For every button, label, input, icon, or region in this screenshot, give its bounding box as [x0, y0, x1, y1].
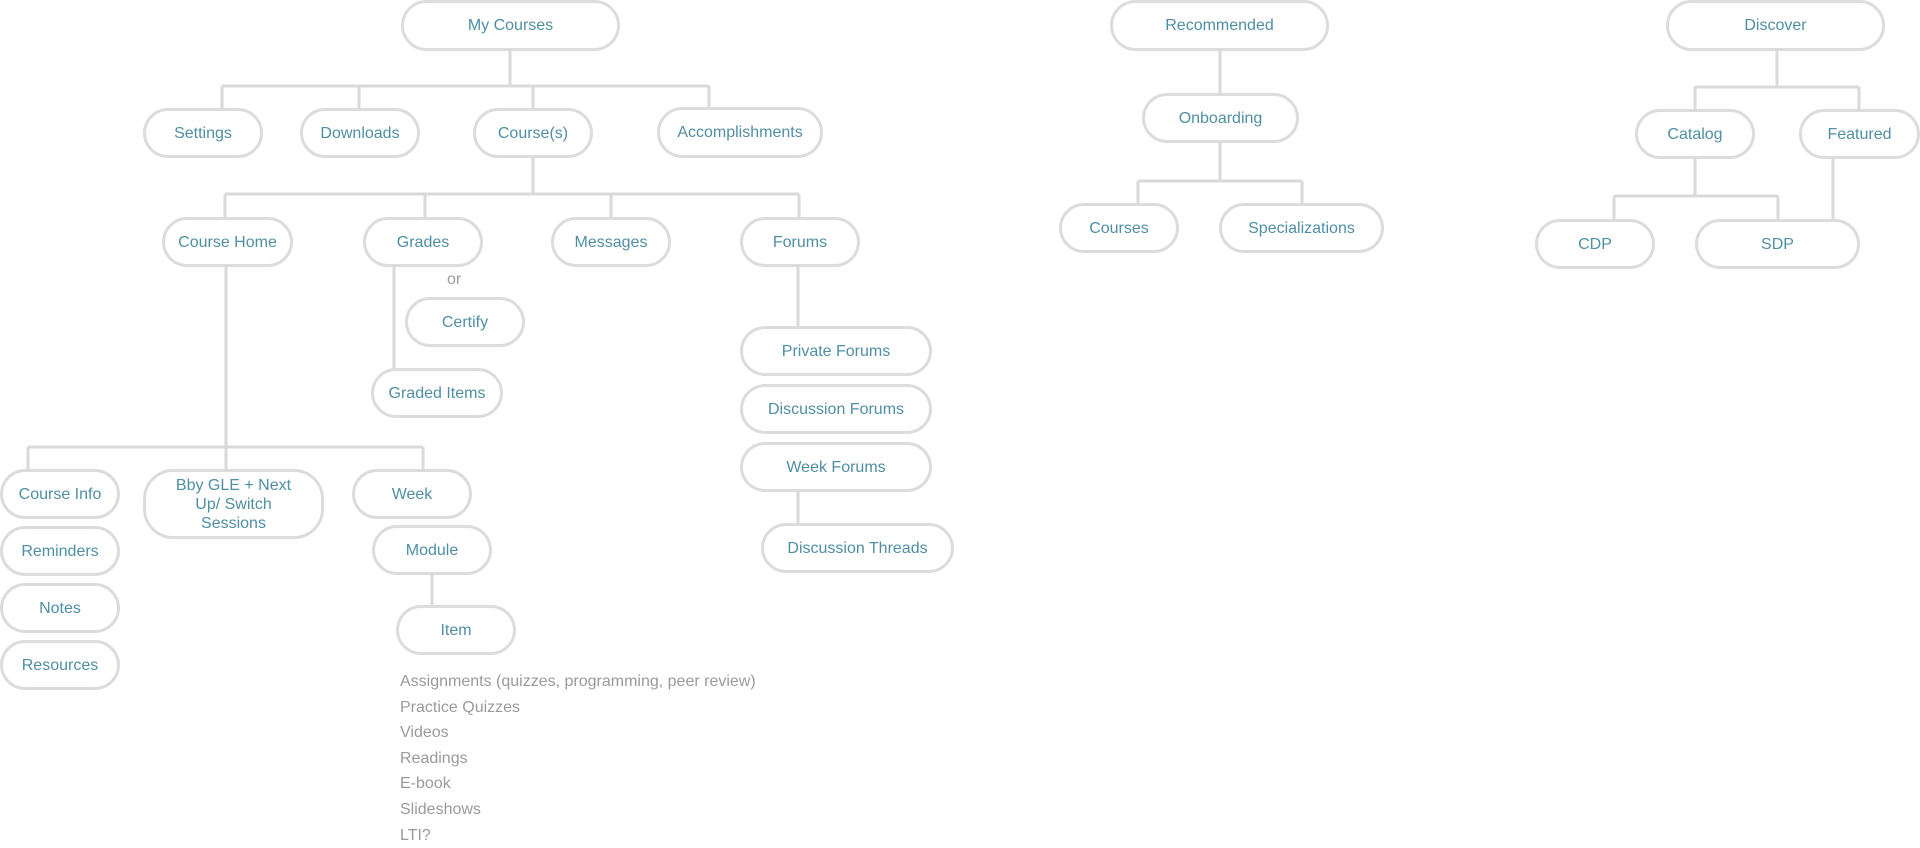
- node-accomplishments[interactable]: Accomplishments: [657, 107, 823, 158]
- node-graded-items[interactable]: Graded Items: [371, 368, 503, 418]
- node-cdp[interactable]: CDP: [1535, 219, 1655, 269]
- node-module[interactable]: Module: [372, 525, 492, 575]
- list-item: Readings: [400, 749, 468, 767]
- node-label: Bby GLE + Next Up/ Switch Sessions: [175, 476, 292, 532]
- node-sdp[interactable]: SDP: [1695, 219, 1860, 269]
- node-item[interactable]: Item: [396, 605, 516, 655]
- node-notes[interactable]: Notes: [0, 583, 120, 633]
- node-messages[interactable]: Messages: [551, 217, 671, 267]
- node-course-info[interactable]: Course Info: [0, 469, 120, 519]
- node-label: Course Home: [178, 233, 277, 251]
- list-item: Slideshows: [400, 800, 481, 818]
- node-label: Course(s): [497, 124, 569, 142]
- node-specializations[interactable]: Specializations: [1219, 203, 1384, 253]
- node-label: Grades: [396, 233, 450, 251]
- node-label: Graded Items: [388, 384, 486, 402]
- list-item: LTI?: [400, 826, 431, 844]
- or-label: or: [447, 271, 462, 288]
- node-label: Recommended: [1165, 17, 1274, 34]
- node-gle-next-up[interactable]: Bby GLE + Next Up/ Switch Sessions: [143, 469, 324, 539]
- node-label: Catalog: [1667, 125, 1723, 143]
- node-label: Featured: [1827, 125, 1892, 143]
- node-discover[interactable]: Discover: [1666, 0, 1885, 51]
- node-reminders[interactable]: Reminders: [0, 526, 120, 576]
- node-label: Accomplishments: [677, 124, 803, 141]
- node-label: Reminders: [21, 542, 99, 560]
- node-label: Certify: [441, 313, 489, 331]
- node-discussion-forums[interactable]: Discussion Forums: [740, 384, 932, 434]
- node-label: Courses: [1089, 219, 1149, 237]
- node-label: Messages: [574, 233, 648, 251]
- node-label: My Courses: [467, 17, 554, 34]
- node-certify[interactable]: Certify: [405, 297, 525, 347]
- node-featured[interactable]: Featured: [1799, 109, 1920, 159]
- node-label: CDP: [1578, 235, 1612, 253]
- node-private-forums[interactable]: Private Forums: [740, 326, 932, 376]
- node-forums[interactable]: Forums: [740, 217, 860, 267]
- node-downloads[interactable]: Downloads: [300, 108, 420, 158]
- node-label: Item: [440, 621, 472, 639]
- node-week-forums[interactable]: Week Forums: [740, 442, 932, 492]
- node-discussion-threads[interactable]: Discussion Threads: [761, 523, 954, 573]
- node-label: Specializations: [1248, 219, 1355, 237]
- node-label: Onboarding: [1178, 109, 1263, 127]
- list-item: E-book: [400, 775, 451, 793]
- node-catalog[interactable]: Catalog: [1635, 109, 1755, 159]
- node-label: Week Forums: [786, 458, 886, 476]
- node-week[interactable]: Week: [352, 469, 472, 519]
- node-label: Discussion Threads: [787, 539, 928, 557]
- node-label: Settings: [174, 124, 232, 142]
- node-label: Forums: [772, 233, 828, 251]
- node-label: Private Forums: [781, 342, 891, 360]
- list-item: Videos: [400, 724, 449, 742]
- list-item: Practice Quizzes: [400, 698, 521, 716]
- node-label: Course Info: [18, 485, 102, 503]
- node-resources[interactable]: Resources: [0, 640, 120, 690]
- node-label: Week: [391, 485, 433, 503]
- item-types-list: Assignments (quizzes, programming, peer …: [400, 669, 756, 848]
- node-grades[interactable]: Grades: [363, 217, 483, 267]
- list-item: Assignments (quizzes, programming, peer …: [400, 673, 756, 690]
- node-label: Downloads: [320, 124, 400, 142]
- node-label: Resources: [21, 656, 99, 674]
- node-course-home[interactable]: Course Home: [162, 217, 293, 267]
- node-settings[interactable]: Settings: [143, 108, 263, 158]
- node-my-courses[interactable]: My Courses: [401, 0, 620, 51]
- node-recommended[interactable]: Recommended: [1110, 0, 1329, 51]
- node-label: Notes: [39, 599, 81, 617]
- node-courses[interactable]: Course(s): [473, 108, 593, 158]
- node-label: SDP: [1761, 235, 1794, 253]
- node-onboarding[interactable]: Onboarding: [1142, 93, 1299, 143]
- node-label: Discover: [1744, 17, 1807, 34]
- node-label: Module: [405, 541, 459, 559]
- node-rec-courses[interactable]: Courses: [1059, 203, 1179, 253]
- node-label: Discussion Forums: [767, 400, 905, 418]
